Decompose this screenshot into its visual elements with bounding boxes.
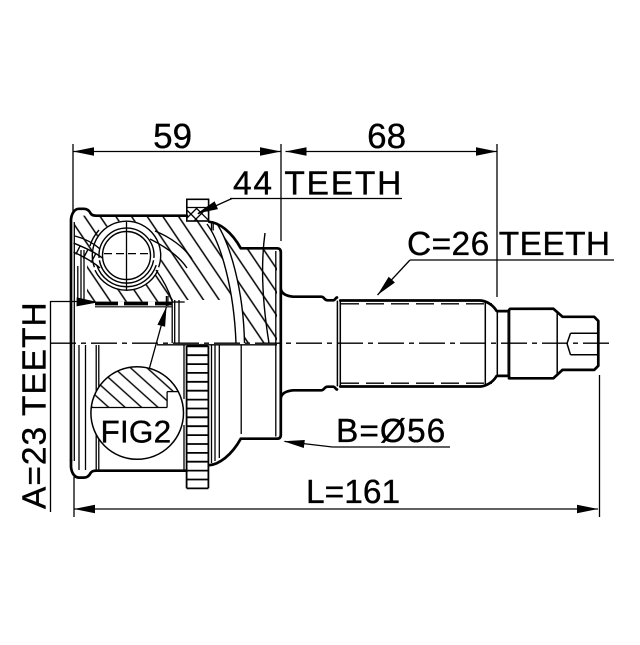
svg-text:44 TEETH: 44 TEETH: [233, 166, 403, 203]
svg-text:FIG2: FIG2: [101, 413, 172, 449]
svg-text:A=23 TEETH: A=23 TEETH: [17, 301, 54, 509]
svg-text:59: 59: [153, 117, 192, 156]
svg-text:B=Ø56: B=Ø56: [336, 413, 446, 450]
svg-text:68: 68: [367, 117, 406, 156]
svg-text:L=161: L=161: [306, 474, 400, 511]
svg-text:C=26 TEETH: C=26 TEETH: [407, 226, 611, 263]
